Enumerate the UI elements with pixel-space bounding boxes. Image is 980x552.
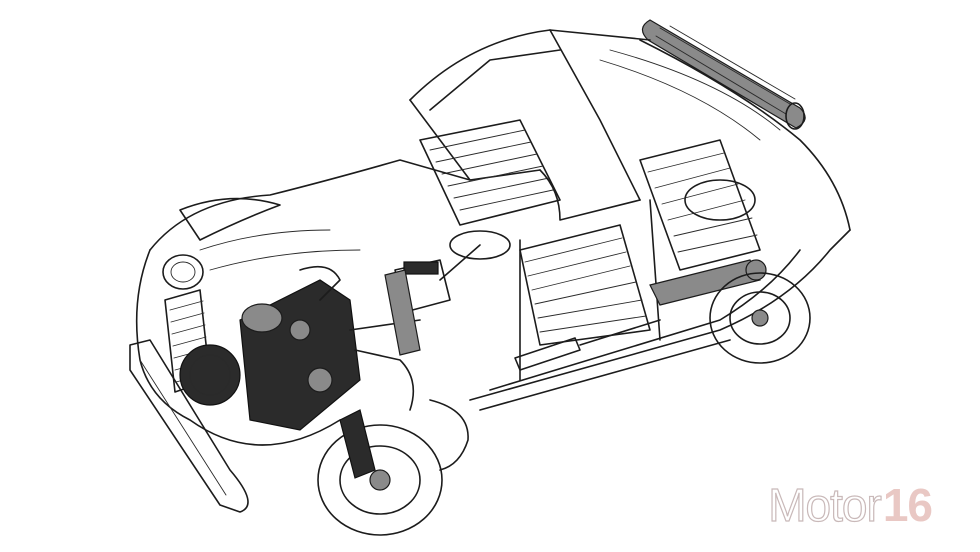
watermark-text-16: 16 [882, 479, 933, 531]
roof-frame [409, 29, 851, 231]
interior-seats [419, 119, 761, 346]
exhaust-muffler [514, 319, 661, 371]
body-shell [135, 159, 851, 446]
rolled-roof [641, 19, 806, 130]
battery [384, 259, 451, 356]
front-wheel [317, 409, 443, 536]
steering-wheel [439, 230, 511, 281]
engine [179, 265, 421, 431]
watermark-text-motor: Motor [768, 479, 883, 531]
headlight [162, 254, 204, 290]
motor16-watermark: Motor16 [768, 479, 933, 531]
rear-wheel [709, 272, 811, 364]
front-bumper [129, 339, 249, 513]
rear-suspension [649, 259, 767, 306]
front-wheel-right [429, 399, 469, 471]
